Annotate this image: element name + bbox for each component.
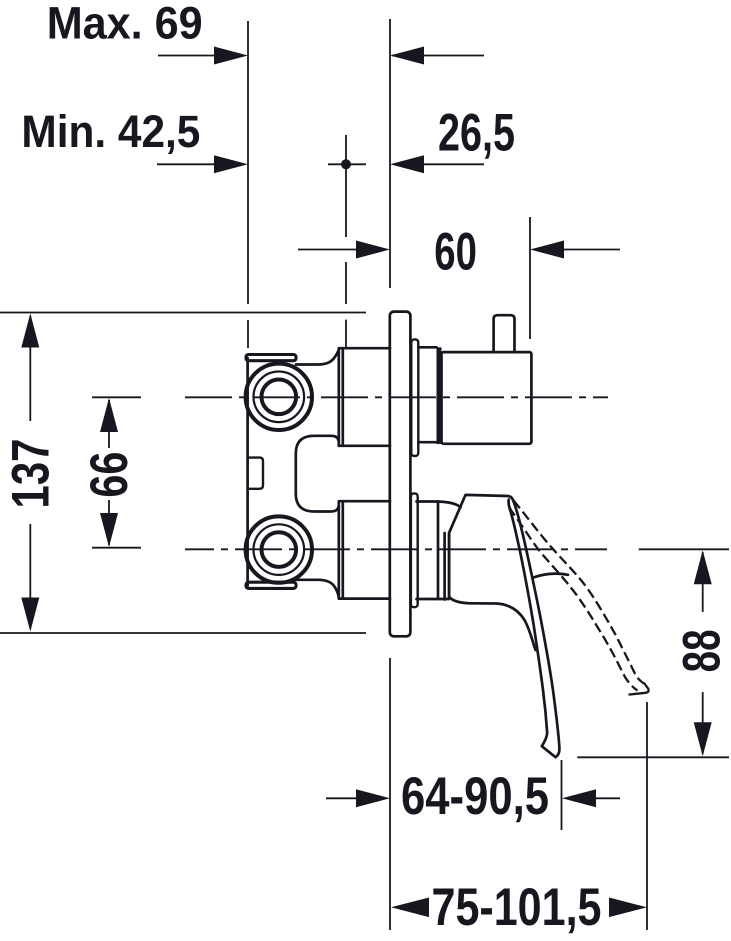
svg-text:60: 60: [434, 223, 477, 282]
svg-text:88: 88: [673, 629, 731, 672]
svg-text:26,5: 26,5: [438, 104, 515, 163]
svg-text:137: 137: [2, 439, 61, 509]
svg-text:Max. 69: Max. 69: [47, 0, 203, 49]
svg-text:64-90,5: 64-90,5: [401, 767, 549, 826]
svg-text:Min. 42,5: Min. 42,5: [21, 106, 200, 157]
svg-text:75-101,5: 75-101,5: [432, 878, 602, 937]
svg-text:66: 66: [80, 452, 139, 498]
